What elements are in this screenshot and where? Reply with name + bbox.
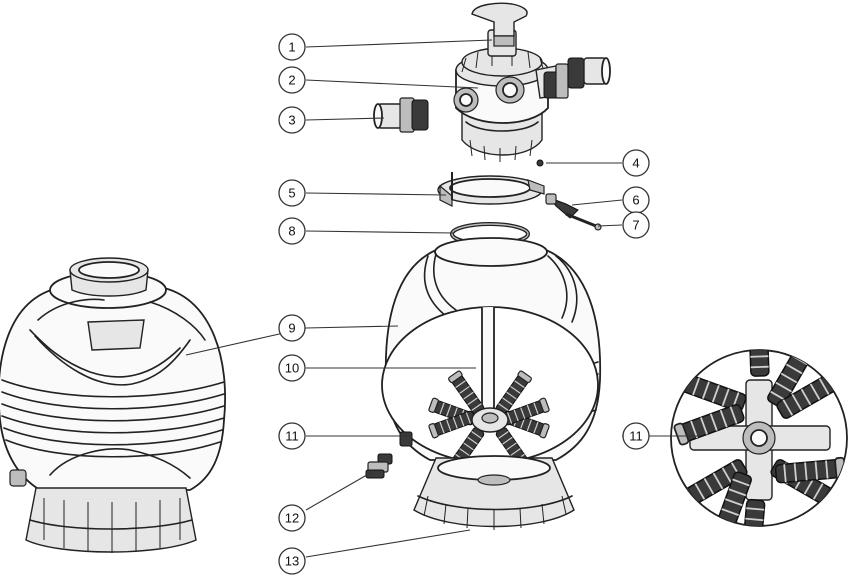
clamp-bolt	[565, 212, 602, 231]
callout-5: 5	[278, 179, 306, 207]
callout-11: 11	[278, 422, 306, 450]
callout-label: 4	[632, 156, 639, 171]
callout-label: 10	[285, 361, 299, 376]
callout-1: 1	[278, 33, 306, 61]
callout-label: 13	[285, 554, 299, 569]
callout-label: 6	[632, 193, 639, 208]
callout-label: 12	[285, 511, 299, 526]
tank-exterior-view	[0, 257, 226, 553]
drain-plug	[365, 453, 393, 479]
callout-label: 1	[288, 40, 295, 55]
callout-9: 9	[278, 314, 306, 342]
callout-13: 13	[278, 547, 306, 575]
callout-11-detail: 11	[622, 422, 650, 450]
leader-lines	[185, 39, 700, 558]
callout-label: 8	[288, 224, 295, 239]
callout-label: 2	[288, 73, 295, 88]
callout-label: 11	[285, 429, 299, 444]
callout-label: 7	[632, 218, 639, 233]
union-connector-right	[543, 57, 611, 99]
callout-6: 6	[622, 186, 650, 214]
tank-cutaway-view	[381, 237, 602, 530]
clamp-ring	[437, 172, 545, 207]
union-connector-left	[373, 97, 429, 133]
lateral-assembly-detail	[670, 349, 848, 527]
callout-label: 5	[288, 186, 295, 201]
multiport-valve	[453, 2, 557, 162]
callout-7: 7	[622, 211, 650, 239]
callout-label: 9	[288, 321, 295, 336]
callout-label: 3	[288, 113, 295, 128]
callout-8: 8	[278, 217, 306, 245]
callout-2: 2	[278, 66, 306, 94]
callout-12: 12	[278, 504, 306, 532]
o-ring-small	[536, 159, 544, 167]
clamp-knob	[545, 193, 579, 219]
callout-label: 11	[629, 429, 643, 444]
callout-4: 4	[622, 149, 650, 177]
callout-3: 3	[278, 106, 306, 134]
callout-10: 10	[278, 354, 306, 382]
